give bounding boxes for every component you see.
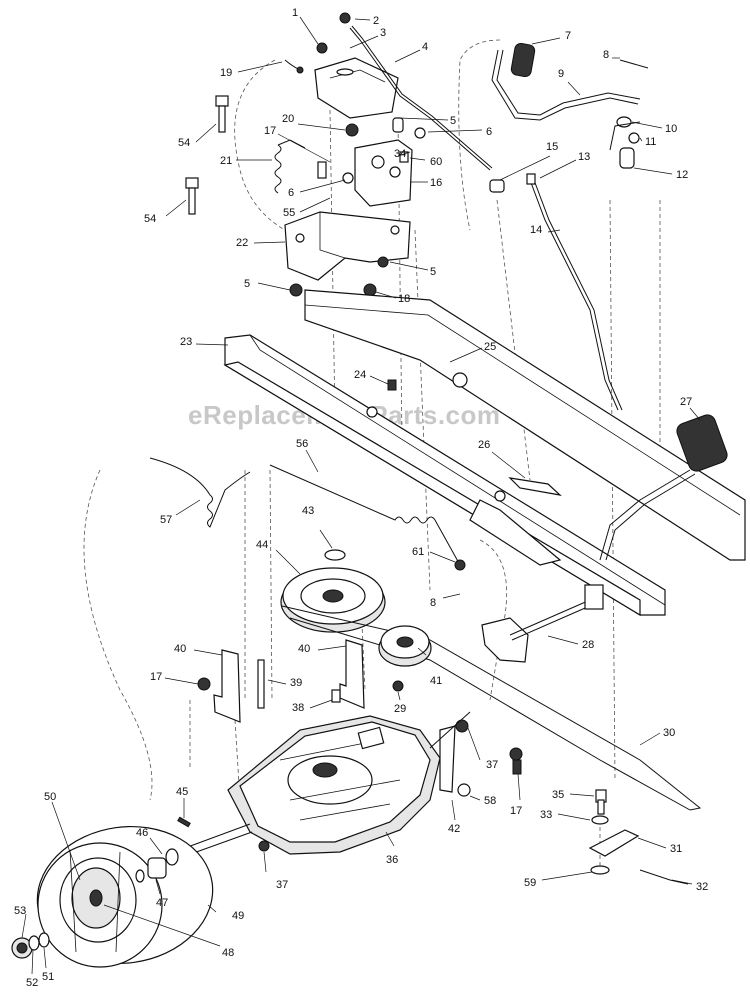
callout-7: 7 <box>565 30 571 42</box>
callout-50: 50 <box>44 791 56 803</box>
callout-8a: 8 <box>603 49 609 61</box>
frame-rails <box>223 289 746 617</box>
lower-hardware <box>481 584 689 885</box>
callout-54b: 54 <box>144 213 156 225</box>
callout-30: 30 <box>663 727 675 739</box>
springs <box>149 457 466 571</box>
callout-61: 61 <box>412 546 424 558</box>
callout-16: 16 <box>430 177 442 189</box>
mounting-brackets <box>197 639 471 797</box>
callout-44: 44 <box>256 539 268 551</box>
callout-32: 32 <box>696 881 708 893</box>
callout-6a: 6 <box>486 126 492 138</box>
callout-5a: 5 <box>450 115 456 127</box>
callout-24: 24 <box>354 369 366 381</box>
callout-6b: 6 <box>288 187 294 199</box>
callout-22: 22 <box>236 237 248 249</box>
callout-5c: 5 <box>244 278 250 290</box>
callout-47: 47 <box>156 897 168 909</box>
callout-27: 27 <box>680 396 692 408</box>
callout-labels: 1 2 3 4 5 5 5 5 6 6 6 7 8 8 9 10 11 12 1… <box>14 7 708 989</box>
callout-49: 49 <box>232 910 244 922</box>
callout-37a: 37 <box>486 759 498 771</box>
callout-13: 13 <box>578 151 590 163</box>
callout-9: 9 <box>558 68 564 80</box>
callout-8b: 8 <box>430 597 436 609</box>
lift-lever-assembly <box>489 42 649 411</box>
callout-52: 52 <box>26 977 38 989</box>
callout-12: 12 <box>676 169 688 181</box>
callout-10: 10 <box>665 123 677 135</box>
callout-35: 35 <box>552 789 564 801</box>
callout-56: 56 <box>296 438 308 450</box>
callout-57: 57 <box>160 514 172 526</box>
callout-43: 43 <box>302 505 314 517</box>
callout-38: 38 <box>292 702 304 714</box>
callout-42: 42 <box>448 823 460 835</box>
callout-40a: 40 <box>174 643 186 655</box>
callout-11: 11 <box>645 136 656 148</box>
callout-26: 26 <box>478 439 490 451</box>
callout-48: 48 <box>222 947 234 959</box>
callout-41: 41 <box>430 675 442 687</box>
upper-bracket-assembly <box>185 12 493 297</box>
callout-20: 20 <box>282 113 294 125</box>
callout-33: 33 <box>540 809 552 821</box>
callout-14: 14 <box>530 224 542 236</box>
callout-1: 1 <box>292 7 298 19</box>
callout-58: 58 <box>484 795 496 807</box>
callout-17b: 17 <box>150 671 162 683</box>
callout-4: 4 <box>422 41 428 53</box>
callout-36: 36 <box>386 854 398 866</box>
callout-18: 18 <box>398 293 410 305</box>
callout-60: 60 <box>430 156 442 168</box>
callout-51: 51 <box>42 971 54 983</box>
callout-21: 21 <box>220 155 232 167</box>
callout-17a: 17 <box>264 125 276 137</box>
callout-53: 53 <box>14 905 26 917</box>
callout-40b: 40 <box>298 643 310 655</box>
pulley-belt-assembly <box>280 549 702 811</box>
callout-3: 3 <box>380 27 386 39</box>
transaxle <box>184 711 523 856</box>
callout-46: 46 <box>136 827 148 839</box>
callout-54a: 54 <box>178 137 190 149</box>
callout-28: 28 <box>582 639 594 651</box>
callout-19: 19 <box>220 67 232 79</box>
callout-55: 55 <box>283 207 295 219</box>
callout-39: 39 <box>290 677 302 689</box>
callout-2: 2 <box>373 15 379 27</box>
callout-29: 29 <box>394 703 406 715</box>
callout-45: 45 <box>176 786 188 798</box>
callout-59: 59 <box>524 877 536 889</box>
callout-25: 25 <box>484 341 496 353</box>
callout-23: 23 <box>180 336 192 348</box>
callout-15: 15 <box>546 141 558 153</box>
callout-17c: 17 <box>510 805 522 817</box>
rear-wheel <box>11 816 214 968</box>
callout-31: 31 <box>670 843 682 855</box>
callout-34: 34 <box>394 148 406 160</box>
callout-5b: 5 <box>430 266 436 278</box>
callout-37b: 37 <box>276 879 288 891</box>
